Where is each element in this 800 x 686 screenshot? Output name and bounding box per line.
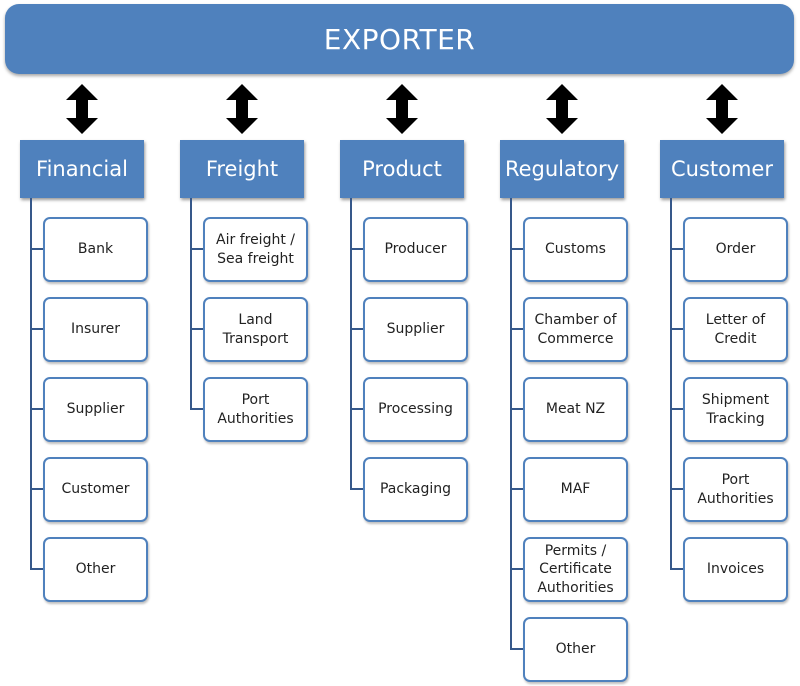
- connector-branch: [510, 568, 524, 570]
- item-box: Producer: [363, 217, 468, 282]
- category-heading-freight: Freight: [180, 140, 304, 198]
- item-box: MAF: [523, 457, 628, 522]
- connector-branch: [30, 328, 44, 330]
- connector-branch: [30, 408, 44, 410]
- connector-branch: [190, 328, 204, 330]
- double-arrow-icon: [386, 84, 418, 134]
- connector-branch: [30, 488, 44, 490]
- connector-branch: [350, 248, 364, 250]
- double-arrow-icon: [546, 84, 578, 134]
- category-heading-customer: Customer: [660, 140, 784, 198]
- double-arrow-icon: [706, 84, 738, 134]
- connector-line: [30, 198, 32, 570]
- item-box: Air freight / Sea freight: [203, 217, 308, 282]
- connector-branch: [670, 328, 684, 330]
- connector-branch: [350, 328, 364, 330]
- connector-branch: [510, 488, 524, 490]
- item-box: Chamber of Commerce: [523, 297, 628, 362]
- item-box: Port Authorities: [683, 457, 788, 522]
- item-box: Processing: [363, 377, 468, 442]
- connector-branch: [670, 568, 684, 570]
- item-box: Invoices: [683, 537, 788, 602]
- item-box: Other: [43, 537, 148, 602]
- connector-branch: [670, 408, 684, 410]
- connector-branch: [510, 648, 524, 650]
- connector-branch: [190, 408, 204, 410]
- connector-branch: [670, 248, 684, 250]
- item-box: Other: [523, 617, 628, 682]
- connector-branch: [30, 568, 44, 570]
- category-heading-financial: Financial: [20, 140, 144, 198]
- item-box: Meat NZ: [523, 377, 628, 442]
- connector-branch: [350, 488, 364, 490]
- connector-branch: [510, 408, 524, 410]
- double-arrow-icon: [226, 84, 258, 134]
- item-box: Bank: [43, 217, 148, 282]
- exporter-banner: EXPORTER: [5, 4, 794, 74]
- item-box: Land Transport: [203, 297, 308, 362]
- connector-line: [350, 198, 352, 490]
- item-box: Supplier: [43, 377, 148, 442]
- connector-branch: [190, 248, 204, 250]
- connector-line: [190, 198, 192, 410]
- item-box: Customs: [523, 217, 628, 282]
- double-arrow-icon: [66, 84, 98, 134]
- item-box: Port Authorities: [203, 377, 308, 442]
- item-box: Permits / Certificate Authorities: [523, 537, 628, 602]
- category-heading-product: Product: [340, 140, 464, 198]
- item-box: Supplier: [363, 297, 468, 362]
- item-box: Insurer: [43, 297, 148, 362]
- connector-branch: [510, 328, 524, 330]
- category-heading-regulatory: Regulatory: [500, 140, 624, 198]
- connector-branch: [670, 488, 684, 490]
- connector-line: [670, 198, 672, 570]
- item-box: Shipment Tracking: [683, 377, 788, 442]
- item-box: Order: [683, 217, 788, 282]
- connector-branch: [30, 248, 44, 250]
- item-box: Letter of Credit: [683, 297, 788, 362]
- connector-branch: [510, 248, 524, 250]
- item-box: Packaging: [363, 457, 468, 522]
- connector-line: [510, 198, 512, 650]
- connector-branch: [350, 408, 364, 410]
- item-box: Customer: [43, 457, 148, 522]
